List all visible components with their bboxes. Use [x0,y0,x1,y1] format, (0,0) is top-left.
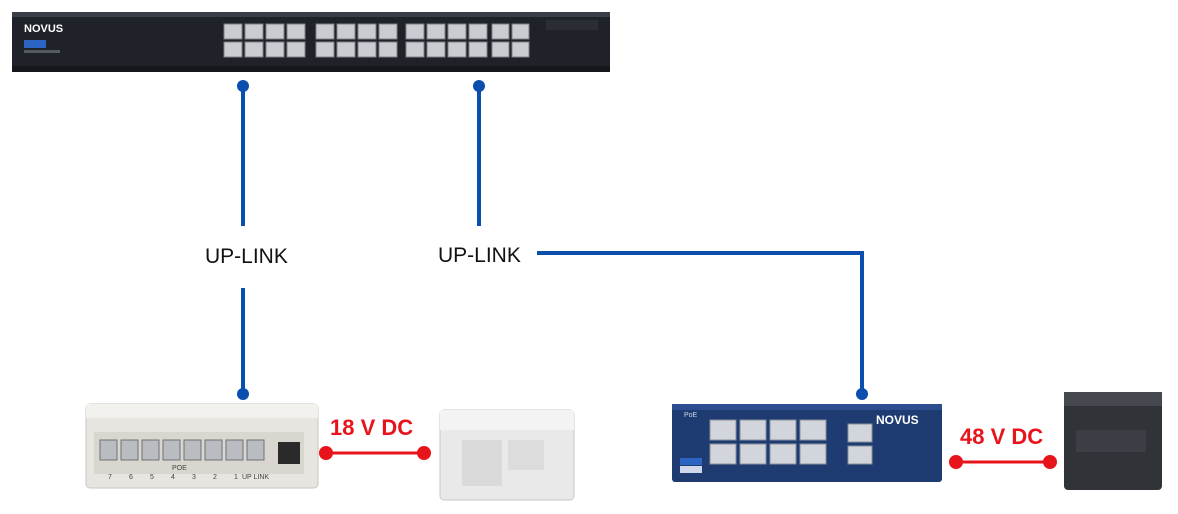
ethernet-port [315,41,335,58]
ethernet-port [447,41,467,58]
ethernet-port [357,41,377,58]
right-switch-ports [709,419,873,465]
power-endpoint [319,446,333,460]
ethernet-port [265,23,285,40]
ethernet-port [426,41,446,58]
ethernet-port [709,419,737,441]
ethernet-port [336,23,356,40]
left-port-number: 5 [150,474,154,481]
ethernet-port [286,41,306,58]
ethernet-port [799,443,827,465]
left-port-number: 4 [171,474,175,481]
power-label-48v: 48 V DC [960,424,1044,449]
left-port-number: 2 [213,474,217,481]
ethernet-port [426,23,446,40]
ethernet-port [769,419,797,441]
ethernet-port [847,445,873,465]
ethernet-port [511,23,530,40]
ethernet-port [709,443,737,465]
main-switch-ports [223,23,530,58]
ethernet-port [286,23,306,40]
power-supply-48v [1064,392,1162,490]
ethernet-port [223,23,243,40]
ethernet-port [99,439,118,461]
ethernet-port [162,439,181,461]
ethernet-port [141,439,160,461]
ethernet-port [357,23,377,40]
main-switch-brand: NOVUS [24,23,63,35]
ethernet-port [511,41,530,58]
right-switch-poe-label: PoE [684,412,698,419]
power-endpoint [949,455,963,469]
ethernet-port [491,23,510,40]
uplink-label-right: UP-LINK [438,244,521,267]
ethernet-port [405,41,425,58]
left-port-number: 7 [108,474,112,481]
power-cables [319,446,1057,469]
ethernet-port [468,41,488,58]
power-supply-18v [439,409,575,501]
left-switch-ports [99,439,265,461]
uplink-label-left: UP-LINK [205,245,288,268]
power-endpoint [417,446,431,460]
ethernet-port [204,439,223,461]
left-port-number: 3 [192,474,196,481]
ethernet-port [336,41,356,58]
uplink-endpoint [473,80,485,92]
ethernet-port [491,41,510,58]
ethernet-port [769,443,797,465]
left-switch: POE UP LINK 7 6 5 4 3 2 1 [85,403,319,489]
ethernet-port [447,23,467,40]
uplink-endpoint [237,388,249,400]
ethernet-port [225,439,244,461]
uplink-cable-right-elbow [537,251,864,394]
ethernet-port [378,41,398,58]
ethernet-port [799,419,827,441]
ethernet-port [739,443,767,465]
left-port-number: 1 [234,474,238,481]
right-switch: PoE NOVUS [672,404,942,482]
right-switch-brand: NOVUS [876,413,919,427]
ethernet-port [183,439,202,461]
left-switch-uplink-label: UP LINK [242,474,269,481]
ethernet-port [847,423,873,443]
ethernet-port [739,419,767,441]
uplink-cables [237,80,868,400]
ethernet-port [405,23,425,40]
ethernet-port [120,439,139,461]
uplink-endpoint [237,80,249,92]
uplink-endpoint [856,388,868,400]
power-label-18v: 18 V DC [330,415,414,440]
ethernet-port [265,41,285,58]
ethernet-port [223,41,243,58]
ethernet-port [244,41,264,58]
ethernet-port [315,23,335,40]
left-port-number: 6 [129,474,133,481]
main-switch: NOVUS [12,12,610,72]
left-switch-poe-label: POE [172,465,187,472]
ethernet-port [246,439,265,461]
power-endpoint [1043,455,1057,469]
ethernet-port [378,23,398,40]
ethernet-port [244,23,264,40]
ethernet-port [468,23,488,40]
